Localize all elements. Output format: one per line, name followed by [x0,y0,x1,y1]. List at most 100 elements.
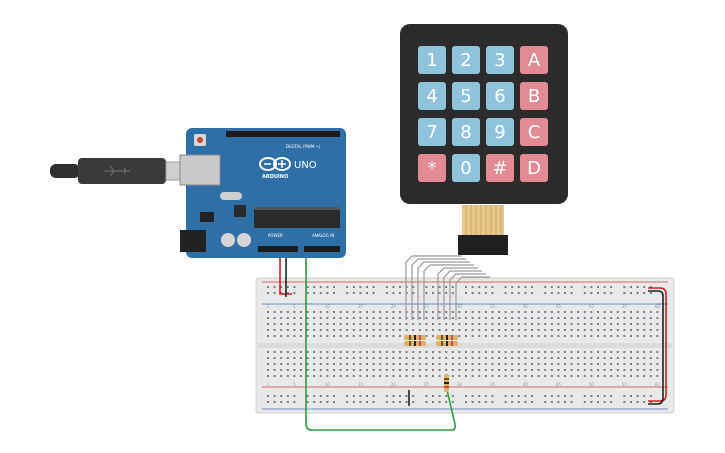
arduino-usb-port [179,154,221,186]
keypad-key-0[interactable]: 0 [452,154,480,182]
chip-socket [254,207,340,210]
wire-rail-black-right[interactable] [648,290,664,405]
keypad-key-hash[interactable]: # [486,154,514,182]
column-number: 50 [589,304,595,309]
resistor-3[interactable] [436,335,458,340]
keypad-key-label: A [528,50,541,71]
keypad-key-star[interactable]: * [418,154,446,182]
column-number: 20 [391,304,397,309]
column-number: 10 [325,382,331,387]
column-number: 15 [358,304,364,309]
keypad-key-label: 4 [426,86,437,107]
keypad-key-label: D [527,158,541,179]
column-number: 25 [424,382,430,387]
keypad-key-label: 1 [426,50,437,71]
usb-chip [234,205,246,217]
resistor-1[interactable] [404,335,426,340]
wire-5v-red[interactable] [279,253,292,295]
column-number: 45 [556,304,562,309]
column-number: 15 [358,382,364,387]
column-number: 35 [490,382,496,387]
usb-cable-strain-relief [50,164,80,178]
arduino-pcb [186,128,346,258]
crystal [220,192,242,200]
keypad-key-3[interactable]: 3 [486,46,514,74]
keypad-key-label: 0 [460,158,471,179]
column-number: 50 [589,382,595,387]
keypad-key-A[interactable]: A [520,46,548,74]
keypad-key-label: 9 [494,122,505,143]
keypad-key-label: 7 [426,122,437,143]
keypad-ribbon [462,205,504,235]
keypad-key-1[interactable]: 1 [418,46,446,74]
column-number: 55 [622,382,628,387]
column-number: 20 [391,382,397,387]
breadboard-column-numbers: 1155101015152020252530303535404045455050… [267,304,661,387]
column-number: 45 [556,382,562,387]
arduino-power-jack [180,230,206,252]
column-number: 25 [424,304,430,309]
keypad-key-label: 2 [460,50,471,71]
keypad-ribbon-traces [465,205,502,235]
keypad-key-6[interactable]: 6 [486,82,514,110]
breadboard-holes[interactable] [267,286,659,403]
arduino-model-label: UNO [294,160,317,171]
resistor-4[interactable] [436,341,458,346]
usb-icon [104,165,130,177]
column-number: 40 [523,304,529,309]
resistors[interactable] [404,335,458,392]
arduino-brand-label: ARDUINO [262,174,288,180]
column-number: 60 [655,382,661,387]
header-digital-label: DIGITAL (PWM ~) [286,144,321,149]
keypad-key-2[interactable]: 2 [452,46,480,74]
breadboard[interactable]: 1155101015152020252530303535404045455050… [255,277,675,414]
keypad-ribbon-wires[interactable] [405,255,490,320]
keypad-key-C[interactable]: C [520,118,548,146]
column-number: 55 [622,304,628,309]
column-number: 1 [267,304,270,309]
reset-button-cap [197,137,203,143]
column-number: 10 [325,304,331,309]
column-number: 30 [457,304,463,309]
keypad-key-8[interactable]: 8 [452,118,480,146]
capacitor-2 [237,233,251,247]
header-digital [226,131,340,137]
keypad-key-9[interactable]: 9 [486,118,514,146]
atmega-chip [254,210,340,228]
keypad-key-label: C [528,122,541,143]
capacitor-1 [221,233,235,247]
keypad-key-label: 6 [494,86,505,107]
keypad-key-label: B [528,86,540,107]
arduino-uno-board[interactable]: DIGITAL (PWM ~) UNO ARDUINO POWER ANALOG… [179,128,346,258]
column-number: 5 [293,382,296,387]
wire-signal-green[interactable] [305,253,456,431]
keypad-connector [458,235,508,255]
column-number: 5 [293,304,296,309]
wires[interactable] [279,253,667,431]
header-analog [304,246,340,252]
keypad-key-5[interactable]: 5 [452,82,480,110]
keypad-key-D[interactable]: D [520,154,548,182]
resistor-5[interactable] [444,374,449,392]
keypad-key-label: # [492,158,507,179]
header-analog-label: ANALOG IN [312,233,334,238]
center-groove [258,343,672,348]
keypad-key-label: * [428,158,437,179]
column-number: 60 [655,304,661,309]
keypad-key-label: 5 [460,86,471,107]
voltage-regulator [200,212,214,222]
column-number: 1 [267,382,270,387]
column-number: 35 [490,304,496,309]
column-number: 40 [523,382,529,387]
keypad-key-7[interactable]: 7 [418,118,446,146]
keypad-key-B[interactable]: B [520,82,548,110]
keypad-key-4[interactable]: 4 [418,82,446,110]
header-power [258,246,298,252]
header-power-label: POWER [268,233,283,238]
resistor-2[interactable] [404,341,426,346]
column-number: 30 [457,382,463,387]
keypad-key-label: 3 [494,50,505,71]
